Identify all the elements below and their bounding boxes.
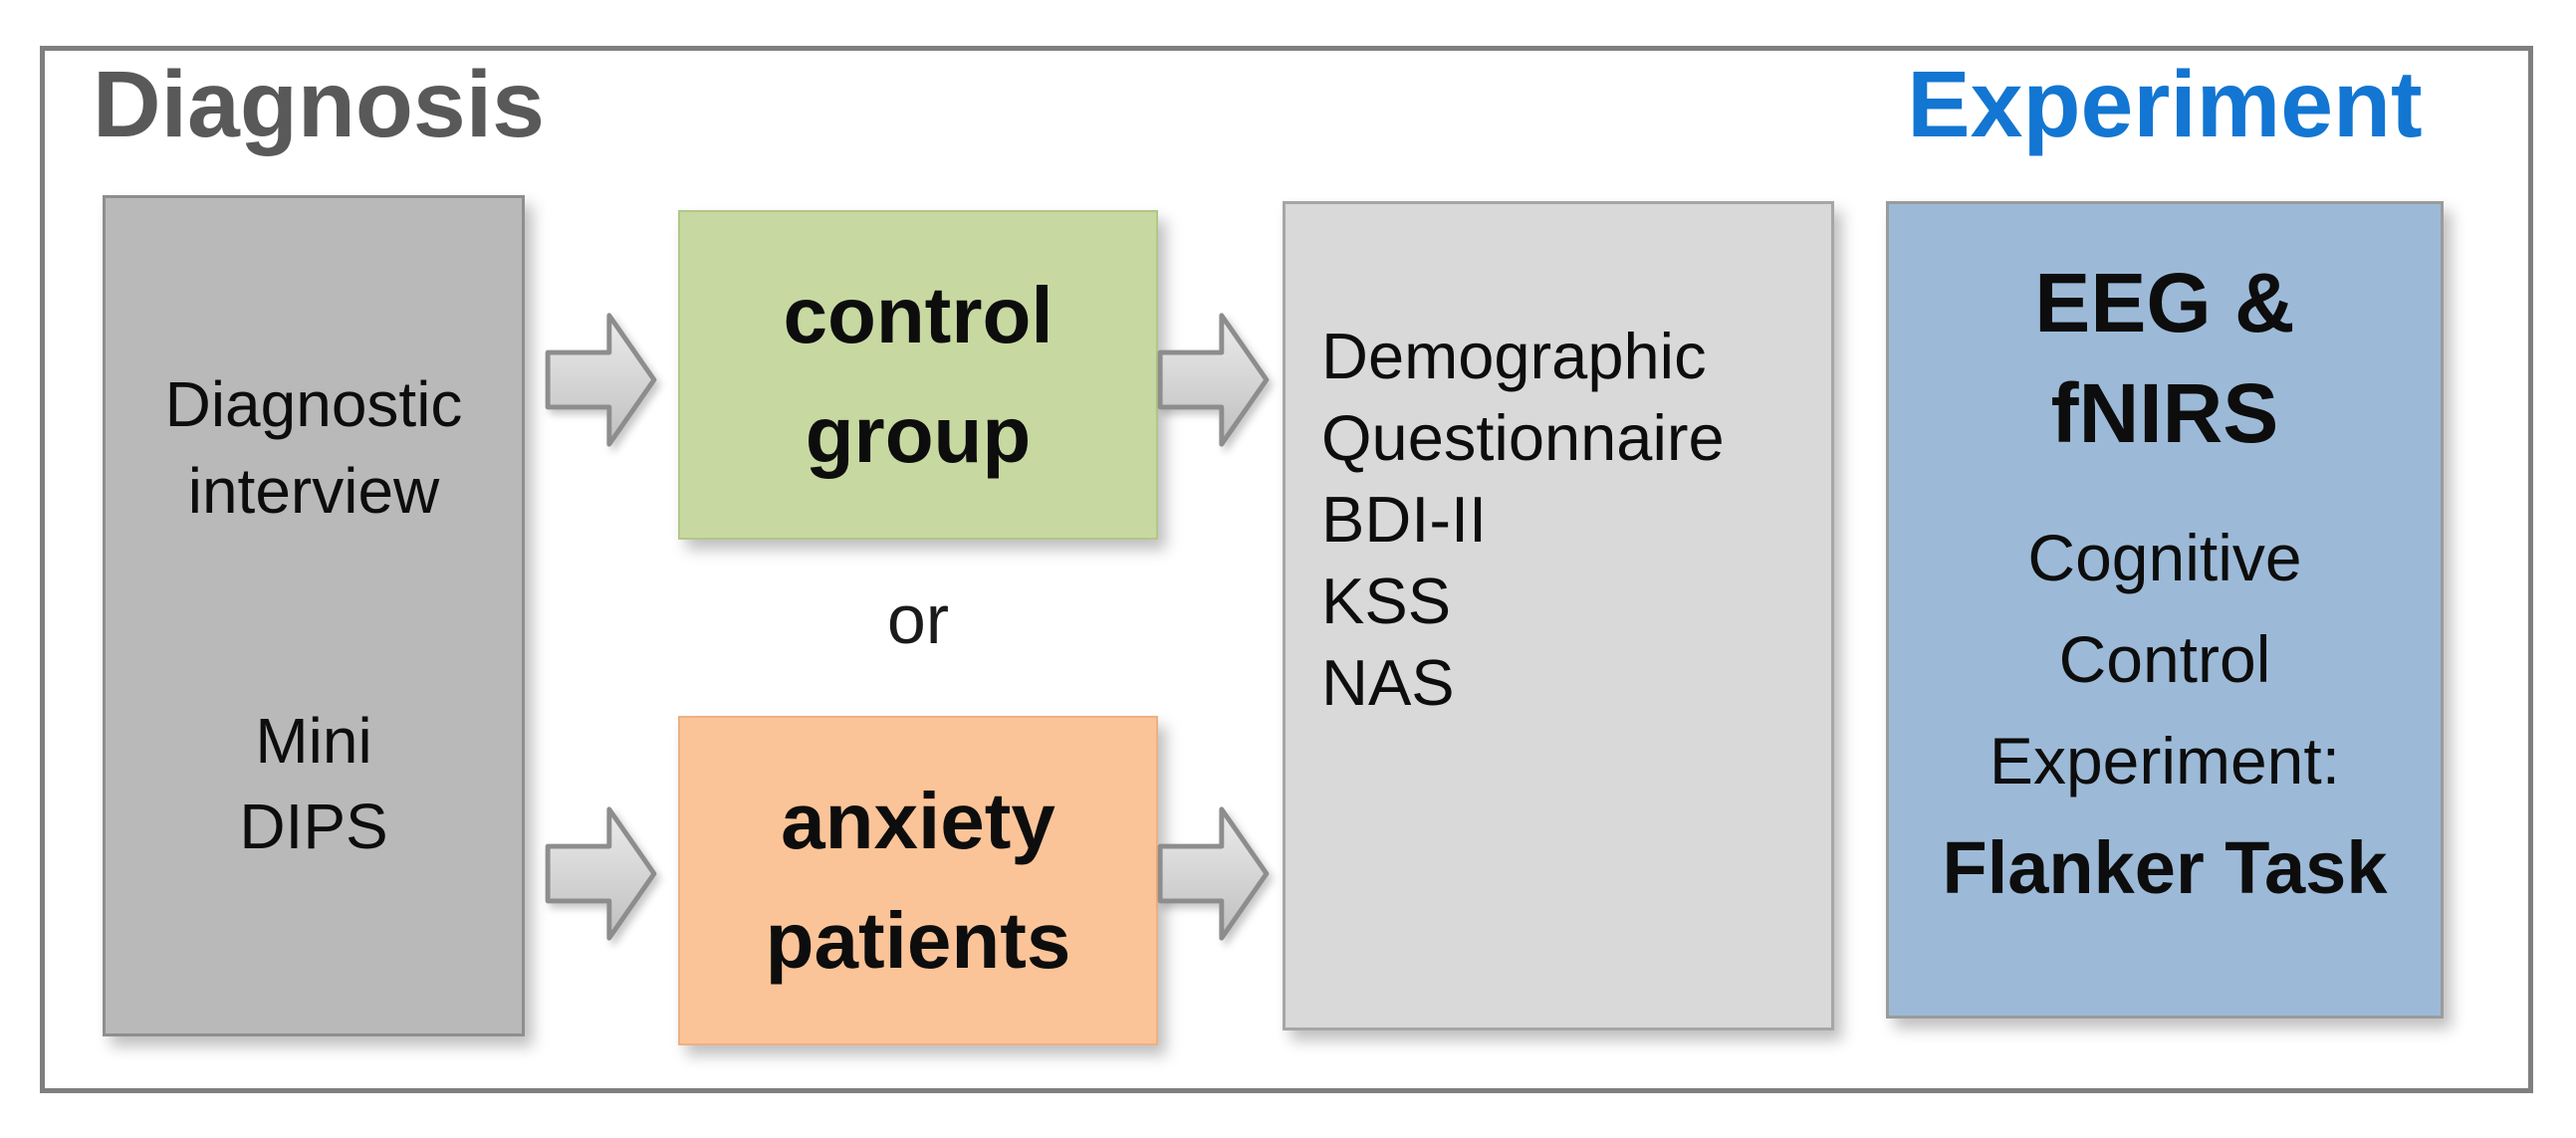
flanker-task-label: Flanker Task bbox=[1942, 825, 2388, 909]
anxiety-patients-box: anxiety patients bbox=[678, 716, 1158, 1045]
experiment-title-line: EEG & bbox=[2034, 256, 2295, 349]
diagnostic-line: interview bbox=[187, 454, 440, 527]
control-group-line: control bbox=[783, 270, 1054, 359]
experiment-box: EEG & fNIRS Cognitive Control Experiment… bbox=[1886, 201, 2444, 1019]
experiment-section-label: Experiment bbox=[1907, 52, 2423, 157]
or-label: or bbox=[886, 580, 950, 658]
experiment-title-line: fNIRS bbox=[2050, 365, 2279, 460]
measures-line: KSS bbox=[1321, 564, 1452, 637]
diagnostic-interview-text: Diagnostic interview bbox=[165, 361, 463, 534]
diagnostic-interview-box: Diagnostic interview Mini DIPS bbox=[103, 195, 525, 1036]
anxiety-patients-line: patients bbox=[765, 895, 1071, 985]
block-arrow-icon bbox=[545, 313, 657, 447]
experiment-body-line: Experiment: bbox=[1989, 724, 2341, 798]
experiment-body-line: Cognitive bbox=[2027, 520, 2302, 594]
anxiety-patients-line: anxiety bbox=[781, 776, 1055, 865]
diagnostic-line: Diagnostic bbox=[164, 368, 463, 441]
control-group-line: group bbox=[805, 389, 1032, 479]
mini-dips-text: Mini DIPS bbox=[239, 698, 387, 870]
experiment-body-line: Control bbox=[2058, 622, 2271, 697]
diagnostic-line: DIPS bbox=[239, 791, 388, 863]
measures-box: Demographic Questionnaire BDI-II KSS NAS bbox=[1283, 201, 1834, 1030]
measures-line: Questionnaire bbox=[1321, 400, 1725, 474]
block-arrow-icon bbox=[545, 806, 657, 941]
block-arrow-icon bbox=[1157, 806, 1270, 941]
measures-line: NAS bbox=[1321, 645, 1455, 719]
control-group-box: control group bbox=[678, 210, 1158, 540]
experiment-box-title: EEG & fNIRS bbox=[2034, 248, 2294, 469]
experiment-box-body: Cognitive Control Experiment: bbox=[1990, 507, 2340, 812]
block-arrow-icon bbox=[1157, 313, 1270, 447]
diagnostic-line: Mini bbox=[255, 704, 372, 777]
measures-line: BDI-II bbox=[1321, 482, 1488, 556]
diagnosis-section-label: Diagnosis bbox=[93, 52, 545, 157]
measures-line: Demographic bbox=[1321, 320, 1707, 392]
